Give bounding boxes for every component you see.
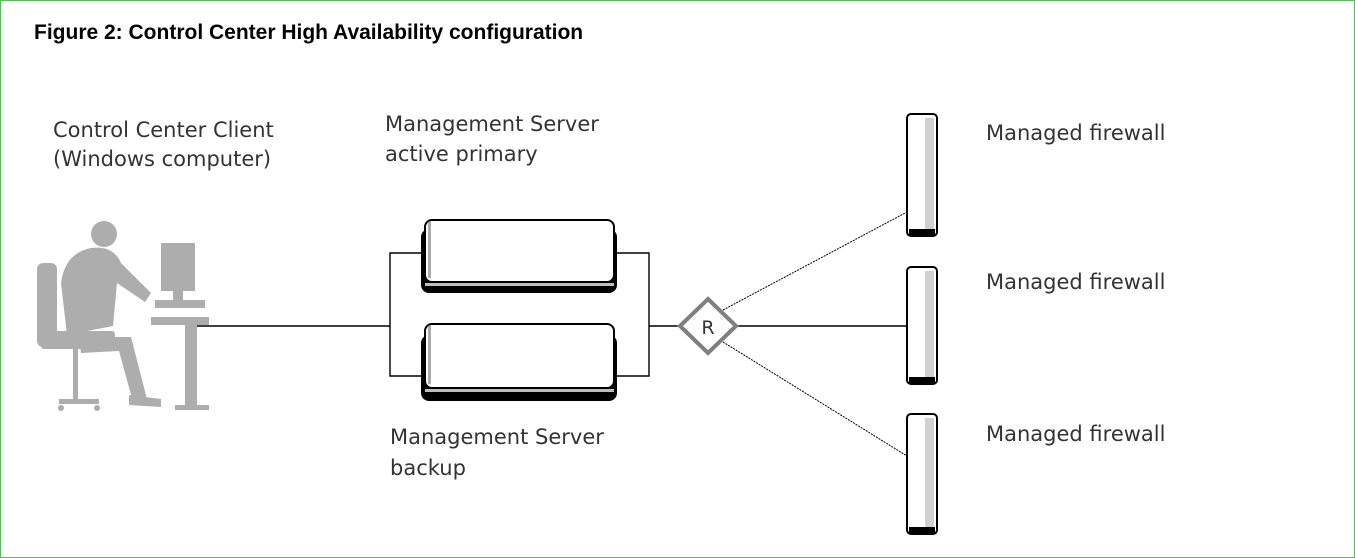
figure-title: Figure 2: Control Center High Availabili… bbox=[34, 21, 584, 44]
router-to-firewall-1-line bbox=[722, 211, 908, 311]
primary-server-label-line2: active primary bbox=[385, 142, 538, 166]
firewall-3-icon bbox=[906, 413, 938, 535]
client-label-line2: (Windows computer) bbox=[53, 147, 272, 171]
firewall-2-label: Managed firewall bbox=[986, 270, 1166, 294]
firewall-3-label: Managed firewall bbox=[986, 422, 1166, 446]
primary-server-label-line1: Management Server bbox=[385, 112, 599, 136]
firewall-2-icon bbox=[906, 266, 938, 385]
router-to-firewall-3-line bbox=[722, 341, 908, 457]
client-label-line1: Control Center Client bbox=[53, 118, 274, 142]
firewall-1-icon bbox=[906, 113, 938, 237]
left-bracket-line bbox=[389, 252, 421, 377]
router-label: R bbox=[701, 317, 714, 339]
backup-server-icon bbox=[421, 323, 617, 401]
router-diamond-icon: R bbox=[677, 296, 739, 356]
right-bracket-line bbox=[615, 252, 650, 377]
backup-server-label-line1: Management Server bbox=[390, 425, 604, 449]
backup-server-label-line2: backup bbox=[390, 456, 466, 480]
connectors bbox=[196, 211, 908, 457]
firewall-1-label: Managed firewall bbox=[986, 121, 1166, 145]
user-at-computer-icon bbox=[37, 221, 209, 411]
primary-server-icon bbox=[421, 219, 617, 293]
